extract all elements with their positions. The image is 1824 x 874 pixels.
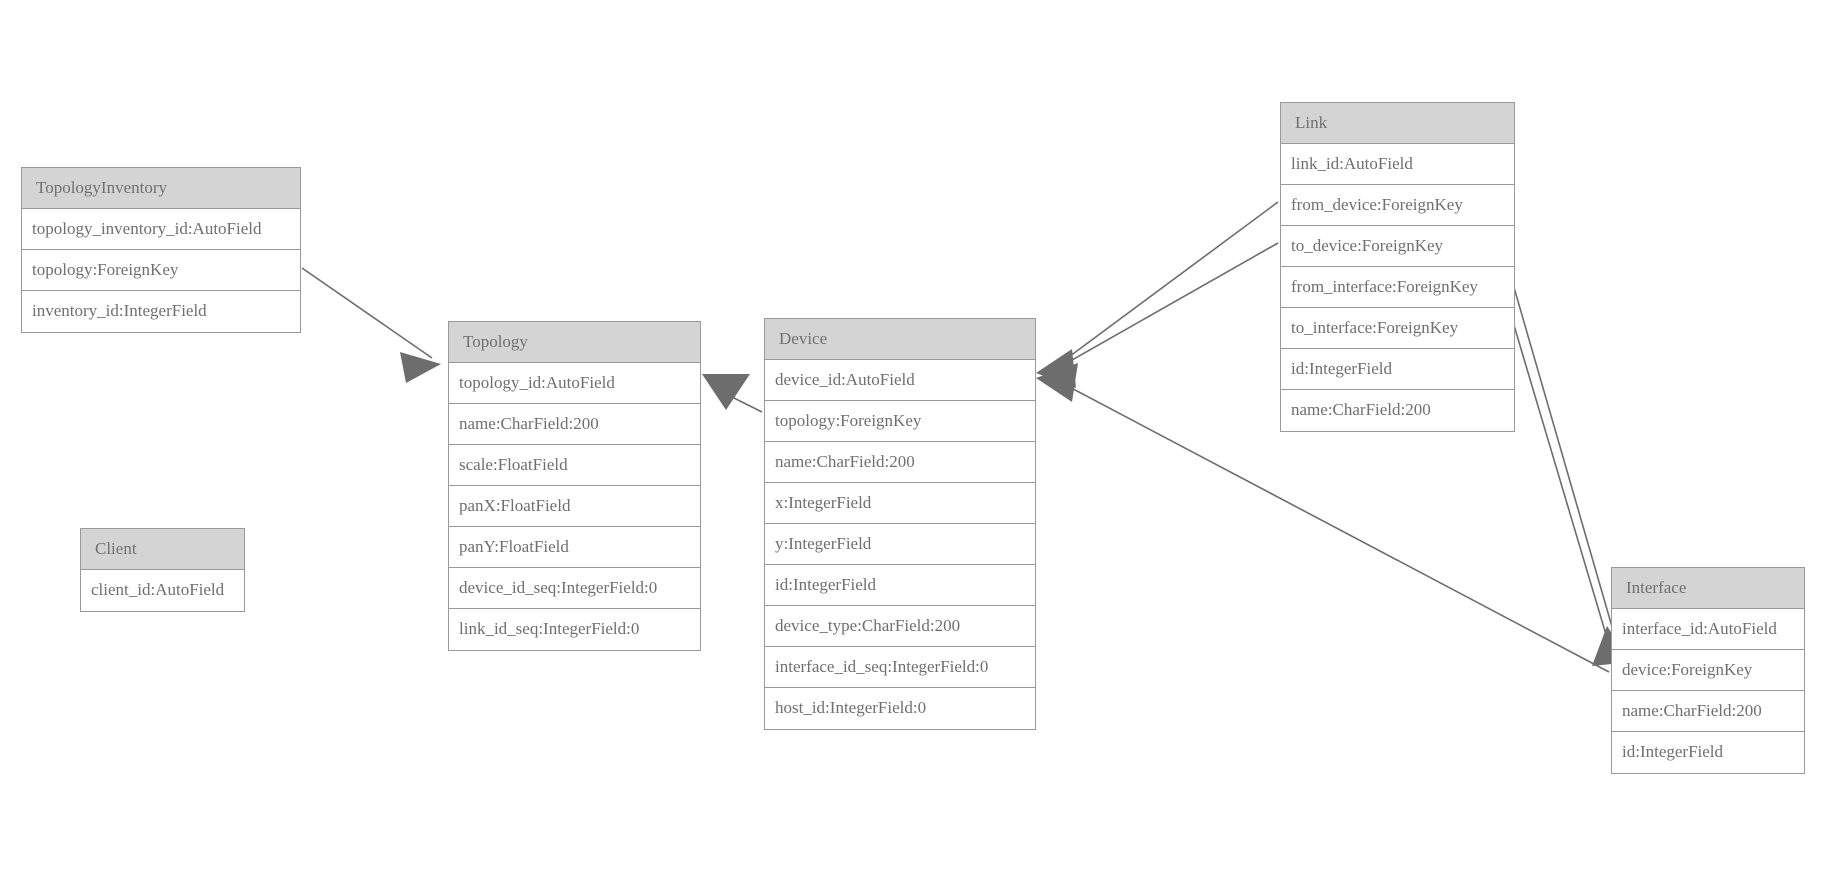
entity-field: name:CharField:200 [449, 404, 700, 445]
entity-field: scale:FloatField [449, 445, 700, 486]
relation-line [301, 267, 433, 359]
entity-field: topology:ForeignKey [765, 401, 1035, 442]
relation-line [1057, 242, 1279, 369]
entity-field: interface_id_seq:IntegerField:0 [765, 647, 1035, 688]
entity-title-link: Link [1281, 103, 1514, 144]
entity-field: topology_inventory_id:AutoField [22, 209, 300, 250]
entity-field: device_type:CharField:200 [765, 606, 1035, 647]
entity-field: name:CharField:200 [1612, 691, 1804, 732]
relation-line [1057, 201, 1279, 366]
entity-title-client: Client [81, 529, 244, 570]
arrowhead-icon [400, 352, 441, 383]
arrowhead-icon [702, 374, 750, 410]
entity-field: topology_id:AutoField [449, 363, 700, 404]
entity-field: device_id:AutoField [765, 360, 1035, 401]
entity-field: id:IntegerField [1281, 349, 1514, 390]
relation-line [1512, 283, 1618, 645]
entity-field: x:IntegerField [765, 483, 1035, 524]
entity-field: inventory_id:IntegerField [22, 291, 300, 332]
entity-field: id:IntegerField [765, 565, 1035, 606]
entity-field: y:IntegerField [765, 524, 1035, 565]
entity-field: device:ForeignKey [1612, 650, 1804, 691]
entity-field: client_id:AutoField [81, 570, 244, 611]
entity-title-topology: Topology [449, 322, 700, 363]
entity-field: link_id:AutoField [1281, 144, 1514, 185]
relation-link-from-interface [1512, 283, 1618, 645]
arrowhead-icon [1036, 349, 1076, 388]
relation-line [1512, 321, 1611, 649]
relation-device-topology [702, 374, 763, 413]
relation-link-from-device [1036, 201, 1279, 388]
entity-field: name:CharField:200 [765, 442, 1035, 483]
entity-field: from_device:ForeignKey [1281, 185, 1514, 226]
entity-field: from_interface:ForeignKey [1281, 267, 1514, 308]
entity-field: panX:FloatField [449, 486, 700, 527]
relation-link-to-device [1057, 242, 1279, 369]
entity-field: link_id_seq:IntegerField:0 [449, 609, 700, 650]
entity-field: device_id_seq:IntegerField:0 [449, 568, 700, 609]
arrowhead-icon [1036, 363, 1078, 402]
entity-field: to_interface:ForeignKey [1281, 308, 1514, 349]
relation-line [721, 391, 763, 413]
entity-title-interface: Interface [1612, 568, 1804, 609]
entity-field: host_id:IntegerField:0 [765, 688, 1035, 729]
entity-title-topologyinventory: TopologyInventory [22, 168, 300, 209]
entity-field: to_device:ForeignKey [1281, 226, 1514, 267]
entity-field: interface_id:AutoField [1612, 609, 1804, 650]
entity-field: id:IntegerField [1612, 732, 1804, 773]
entity-title-device: Device [765, 319, 1035, 360]
entity-field: panY:FloatField [449, 527, 700, 568]
entity-field: name:CharField:200 [1281, 390, 1514, 431]
relation-topologyinventory-topology [301, 267, 441, 383]
entity-fields-client: client_id:AutoField [81, 570, 244, 611]
entity-field: topology:ForeignKey [22, 250, 300, 291]
